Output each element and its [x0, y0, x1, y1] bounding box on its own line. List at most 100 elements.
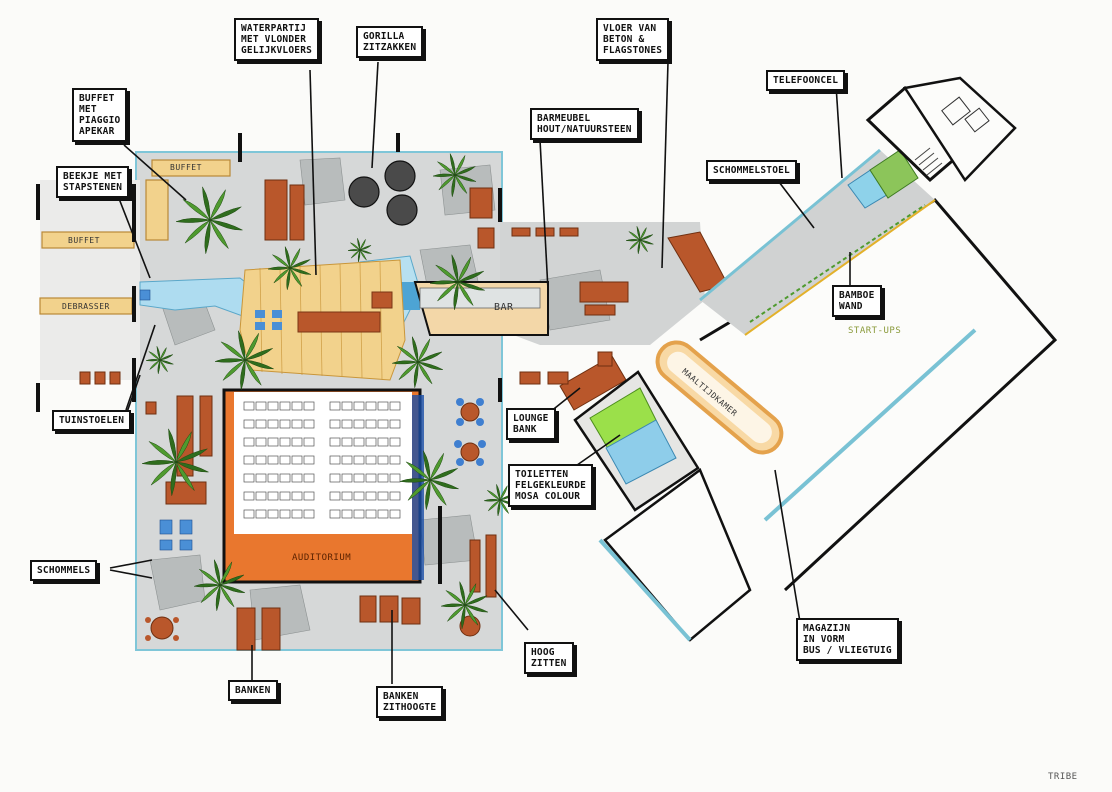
label-loungebank: LOUNGE BANK	[506, 408, 556, 440]
auditorium-seat	[353, 437, 365, 447]
auditorium-seat	[279, 473, 291, 483]
auditorium-seat	[243, 491, 255, 501]
gorilla-beanbags	[348, 160, 418, 226]
auditorium-seat	[389, 509, 401, 519]
left-strip-floor	[40, 180, 140, 380]
auditorium-seat	[377, 437, 389, 447]
auditorium-seat	[341, 401, 353, 411]
auditorium-seat	[279, 437, 291, 447]
auditorium-seat	[243, 473, 255, 483]
auditorium-seat	[303, 419, 315, 429]
auditorium-seat	[329, 491, 341, 501]
auditorium-seat	[291, 437, 303, 447]
palm-plant	[440, 580, 489, 630]
auditorium-seat	[303, 473, 315, 483]
auditorium-seat	[389, 473, 401, 483]
palm-plant	[267, 245, 312, 291]
auditorium-seat	[303, 509, 315, 519]
auditorium-seat	[291, 491, 303, 501]
auditorium-seat	[365, 437, 377, 447]
auditorium-seat	[279, 401, 291, 411]
auditorium-seat	[255, 419, 267, 429]
auditorium-seat	[341, 473, 353, 483]
palm-plant	[347, 237, 373, 263]
bar-text: BAR	[494, 302, 514, 313]
auditorium-seat	[389, 455, 401, 465]
auditorium-seat	[279, 419, 291, 429]
walls	[36, 133, 502, 584]
palm-plant	[214, 329, 275, 391]
label-telefooncel: TELEFOONCEL	[766, 70, 846, 91]
auditorium-seat	[341, 491, 353, 501]
signature-text: TRIBE	[1048, 772, 1078, 782]
palm-plant	[399, 449, 460, 511]
auditorium-seat	[243, 401, 255, 411]
auditorium-seat	[291, 509, 303, 519]
auditorium-seat	[329, 401, 341, 411]
label-schommelstoel: SCHOMMELSTOEL	[706, 160, 797, 181]
auditorium-seat	[303, 401, 315, 411]
wooden-deck	[239, 259, 406, 381]
auditorium-seat	[389, 437, 401, 447]
label-waterpartij: WATERPARTIJ MET VLONDER GELIJKVLOERS	[234, 18, 320, 61]
auditorium-seat	[365, 491, 377, 501]
auditorium-seat	[291, 401, 303, 411]
auditorium-seat	[255, 437, 267, 447]
auditorium-seat	[267, 437, 279, 447]
blue-chairs	[139, 289, 193, 551]
auditorium-seat	[267, 401, 279, 411]
label-beekje: BEEKJE MET STAPSTENEN	[56, 166, 130, 198]
auditorium-seat	[353, 401, 365, 411]
auditorium-seat	[353, 491, 365, 501]
auditorium-seat	[267, 455, 279, 465]
auditorium-seat	[329, 509, 341, 519]
label-vloer: VLOER VAN BETON & FLAGSTONES	[596, 18, 670, 61]
buffet-top-text: BUFFET	[170, 163, 202, 172]
auditorium-seat	[377, 473, 389, 483]
label-buffet-piaggio: BUFFET MET PIAGGIO APEKAR	[72, 88, 128, 142]
label-toiletten: TOILETTEN FELGEKLEURDE MOSA COLOUR	[508, 464, 594, 507]
label-magazijn: MAGAZIJN IN VORM BUS / VLIEGTUIG	[796, 618, 899, 661]
auditorium-seat	[353, 509, 365, 519]
auditorium-seat	[329, 437, 341, 447]
auditorium-seat	[377, 455, 389, 465]
palm-plant	[175, 185, 244, 255]
label-hoog-zitten: HOOG ZITTEN	[524, 642, 574, 674]
auditorium-seat	[377, 401, 389, 411]
auditorium-seat	[243, 419, 255, 429]
auditorium-seat	[353, 455, 365, 465]
label-banken-zithoogte: BANKEN ZITHOOGTE	[376, 686, 444, 718]
palm-plant	[141, 427, 210, 497]
auditorium-seat	[243, 437, 255, 447]
auditorium-seat	[365, 419, 377, 429]
auditorium-seat	[267, 509, 279, 519]
auditorium-seat	[365, 509, 377, 519]
auditorium-seat	[341, 419, 353, 429]
auditorium-seat	[353, 419, 365, 429]
leader-lines	[109, 61, 851, 684]
label-gorilla: GORILLA ZITZAKKEN	[356, 26, 424, 58]
auditorium-seat	[279, 509, 291, 519]
auditorium-seat	[341, 509, 353, 519]
bamboo-wall	[749, 204, 926, 323]
auditorium-seat	[365, 401, 377, 411]
auditorium-seat	[341, 437, 353, 447]
palm-plant	[432, 152, 477, 198]
auditorium-seat	[243, 455, 255, 465]
auditorium-seat	[267, 491, 279, 501]
furniture	[79, 179, 729, 651]
label-schommels: SCHOMMELS	[30, 560, 98, 581]
auditorium-seat	[255, 455, 267, 465]
auditorium-seat	[377, 509, 389, 519]
auditorium-seat	[329, 419, 341, 429]
auditorium-seat	[389, 419, 401, 429]
auditorium-seat	[303, 455, 315, 465]
palm-plant	[625, 225, 655, 255]
auditorium-seat-grid	[243, 401, 401, 519]
auditorium-seat	[243, 509, 255, 519]
auditorium	[222, 388, 424, 584]
auditorium-seat	[365, 473, 377, 483]
buffet-counters	[39, 159, 231, 315]
palm-plant	[391, 335, 444, 389]
